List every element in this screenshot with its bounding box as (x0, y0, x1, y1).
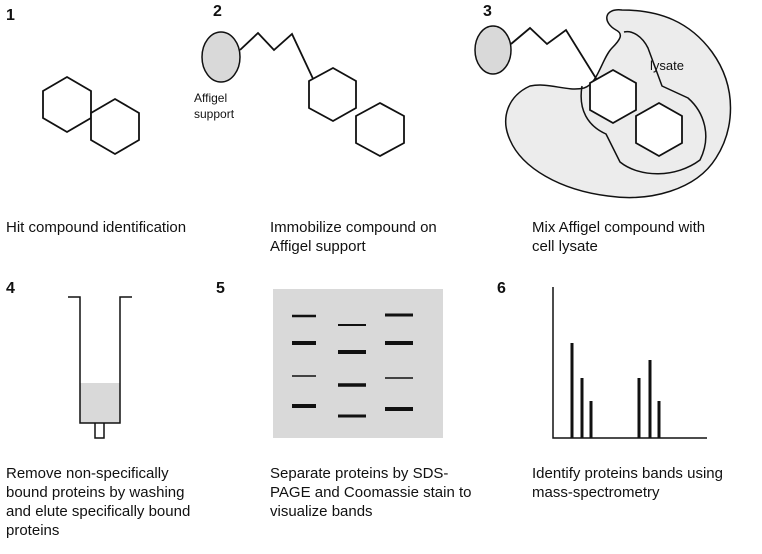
step-3-caption: Mix Affigel compound with cell lysate (532, 218, 705, 256)
caption-line: Identify proteins bands using (532, 465, 723, 482)
affigel-bead (474, 25, 512, 75)
step-2-number: 2 (213, 3, 222, 20)
lysate-label: lysate (650, 58, 684, 73)
caption-line: visualize bands (270, 503, 373, 520)
caption-line: Remove non-specifically (6, 465, 169, 482)
step-3-lysate-mixture (474, 9, 732, 199)
step-2-caption: Immobilize compound on Affigel support (270, 218, 437, 256)
gel-slab (273, 289, 443, 438)
step-4-number: 4 (6, 280, 15, 297)
step-6-caption: Identify proteins bands using mass-spect… (532, 464, 723, 502)
column-liquid (80, 383, 120, 423)
binding-pocket-outline (580, 30, 707, 175)
compound-ring-right (355, 101, 405, 158)
compound-ring-right (90, 97, 140, 156)
compound-ring-left (308, 66, 357, 123)
affigel-label-line-2: support (194, 107, 235, 121)
caption-line: Hit compound identification (6, 219, 187, 236)
caption-line: Immobilize compound on (270, 219, 437, 236)
affigel-label-line-1: Affigel (194, 91, 227, 105)
spectrum-peaks (570, 343, 661, 438)
step-4-column (68, 296, 132, 439)
column-walls (68, 296, 132, 424)
step-6-number: 6 (497, 280, 506, 297)
column-outlet (94, 423, 105, 439)
step-1-caption: Hit compound identification (6, 218, 186, 237)
linker-chain (239, 31, 316, 84)
caption-line: mass-spectrometry (532, 484, 660, 501)
step-1-compound (42, 75, 140, 156)
caption-line: Affigel support (270, 238, 366, 255)
step-5-caption: Separate proteins by SDS- PAGE and Cooma… (270, 464, 472, 521)
compound-ring-right (635, 101, 683, 158)
gel-bands (292, 313, 413, 418)
caption-line: Mix Affigel compound with (532, 219, 706, 236)
caption-line: Separate proteins by SDS- (270, 465, 449, 482)
step-5-number: 5 (216, 280, 225, 297)
step-4-caption: Remove non-specifically bound proteins b… (6, 464, 190, 540)
step-5-gel (273, 289, 443, 438)
caption-line: PAGE and Coomassie stain to (270, 484, 472, 501)
step-2-immobilized-compound (201, 31, 405, 158)
caption-line: bound proteins by washing (6, 484, 185, 501)
compound-ring-left (42, 75, 92, 134)
step-3-number: 3 (483, 3, 492, 20)
step-6-mass-spectrum (552, 287, 707, 439)
caption-line: cell lysate (532, 238, 598, 255)
compound-ring-left (589, 68, 637, 125)
caption-line: proteins (6, 522, 60, 539)
linker-chain (510, 26, 598, 81)
caption-line: and elute specifically bound (6, 503, 191, 520)
step-1-number: 1 (6, 7, 15, 24)
affigel-bead (201, 31, 241, 83)
spectrum-axes (552, 287, 707, 439)
